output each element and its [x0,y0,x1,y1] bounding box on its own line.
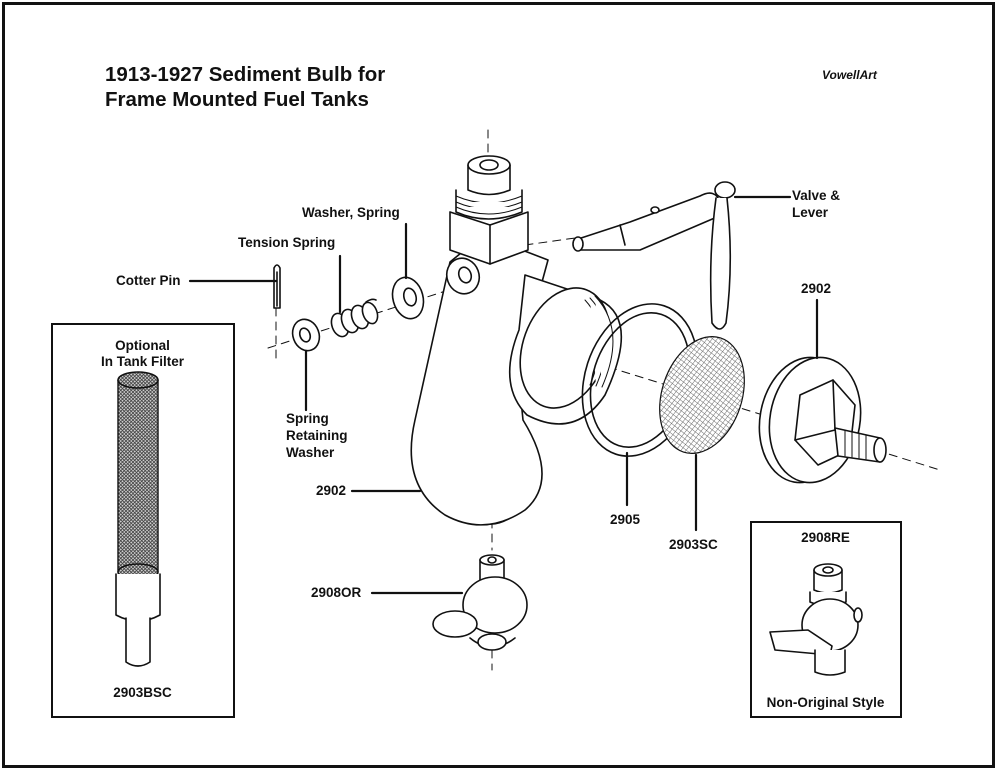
diagram-title: 1913-1927 Sediment Bulb for Frame Mounte… [105,62,385,112]
label-spring-retaining-washer: Spring Retaining Washer [286,410,348,461]
screen-2903sc-drawing [659,336,745,454]
inset-filter-heading-line-1: Optional [115,338,170,353]
label-valve-lever: Valve & Lever [792,187,840,221]
label-valve-lever-line-1: Valve & [792,188,841,203]
inset-alt-valve [750,521,902,718]
inset-filter-heading: Optional In Tank Filter [51,338,234,370]
tension-spring-drawing [330,298,379,338]
label-cotter-pin: Cotter Pin [116,273,181,288]
in-tank-filter-drawing [115,371,161,667]
label-cap-2902: 2902 [801,281,832,296]
cotter-pin-drawing [273,264,281,309]
spring-retaining-washer-drawing [291,318,321,352]
label-non-original-style: Non-Original Style [766,695,885,710]
inset-filter-heading-line-2: In Tank Filter [100,354,184,369]
label-tension-spring: Tension Spring [238,235,336,250]
cap-2902-drawing [758,356,887,484]
diagram-title-line-1: 1913-1927 Sediment Bulb for [105,63,386,86]
label-body-2902: 2902 [316,483,347,498]
label-spring-retaining-washer-line-3: Washer [286,445,335,460]
label-drain-valve-2908or: 2908OR [311,585,362,600]
label-spring-retaining-washer-line-2: Retaining [286,428,348,443]
label-filter-2903bsc: 2903BSC [113,685,172,700]
label-gasket-2905: 2905 [610,512,641,527]
artist-credit: VowellArt [822,68,877,82]
sediment-bulb-body-drawing [410,155,623,526]
label-washer-spring: Washer, Spring [302,205,400,220]
label-screen-2903sc: 2903SC [669,537,718,552]
drain-valve-2908or-drawing [432,554,528,651]
label-spring-retaining-washer-line-1: Spring [286,411,329,426]
label-valve-lever-line-2: Lever [792,205,829,220]
diagram-title-line-2: Frame Mounted Fuel Tanks [105,88,369,111]
inset-in-tank-filter [51,323,235,718]
label-alt-valve-2908re: 2908RE [801,530,850,545]
leader-lines [188,195,819,595]
alt-valve-2908re-drawing [769,563,863,676]
washer-spring-drawing [391,276,425,320]
valve-and-lever-drawing [572,181,736,330]
